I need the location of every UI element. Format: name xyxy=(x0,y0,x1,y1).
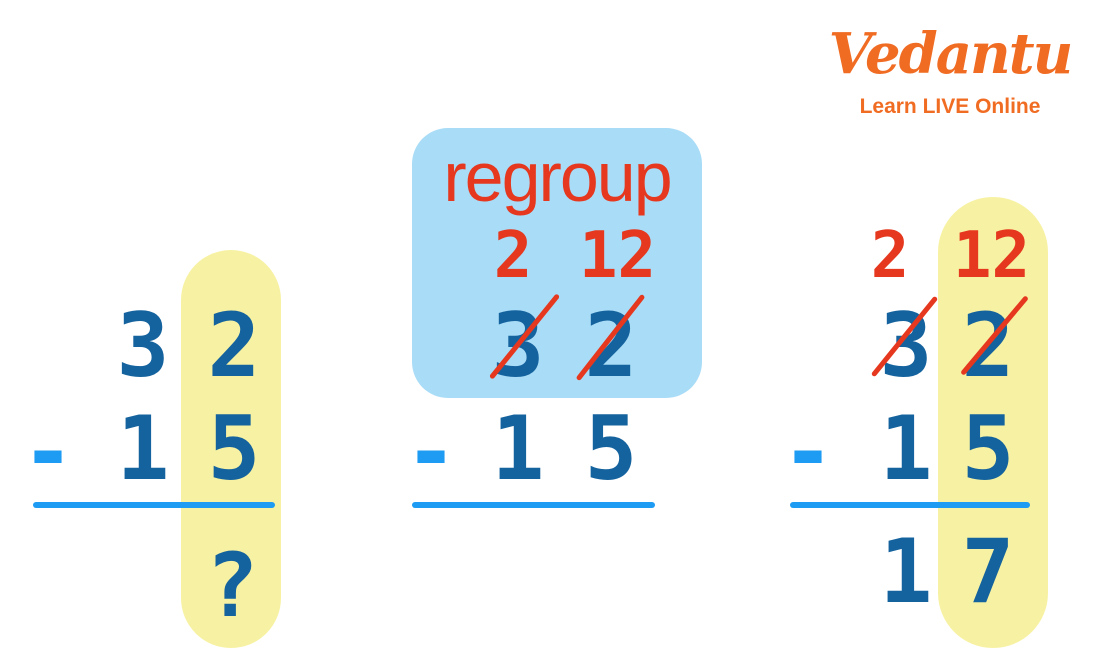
right-subtrahend-tens: 1 xyxy=(879,397,933,500)
middle-borrow-tens: 2 xyxy=(493,219,533,293)
middle-subtrahend-tens: 1 xyxy=(491,397,545,500)
middle-borrow-ones: 12 xyxy=(579,219,657,293)
right-minus-sign: - xyxy=(781,400,835,503)
right-equals-rule xyxy=(790,502,1030,508)
middle-minuend-ones-crossed: 2 xyxy=(584,294,638,397)
left-equals-rule xyxy=(33,502,275,508)
middle-equals-rule xyxy=(412,502,655,508)
right-subtrahend-ones: 5 xyxy=(961,397,1015,500)
vedantu-logo: Vedantu xyxy=(828,21,1074,87)
left-minuend-ones: 2 xyxy=(207,294,261,397)
regroup-callout-box xyxy=(412,128,702,398)
middle-subtrahend-ones: 5 xyxy=(584,397,638,500)
ones-column-highlight-right xyxy=(938,197,1048,648)
right-result-tens: 1 xyxy=(879,520,933,623)
ones-column-highlight-left xyxy=(181,250,281,648)
right-result-ones: 7 xyxy=(961,520,1015,623)
middle-minus-sign: - xyxy=(404,400,458,503)
regroup-label: regroup xyxy=(443,138,672,216)
left-minus-sign: - xyxy=(21,400,75,503)
logo-tagline: Learn LIVE Online xyxy=(859,95,1041,118)
left-subtrahend-ones: 5 xyxy=(207,397,261,500)
left-subtrahend-tens: 1 xyxy=(116,397,170,500)
left-result-question-mark: ? xyxy=(205,534,259,637)
left-minuend-tens: 3 xyxy=(116,294,170,397)
right-minuend-tens-crossed: 3 xyxy=(879,294,933,397)
right-borrow-tens: 2 xyxy=(870,219,910,293)
right-borrow-ones: 12 xyxy=(953,219,1031,293)
